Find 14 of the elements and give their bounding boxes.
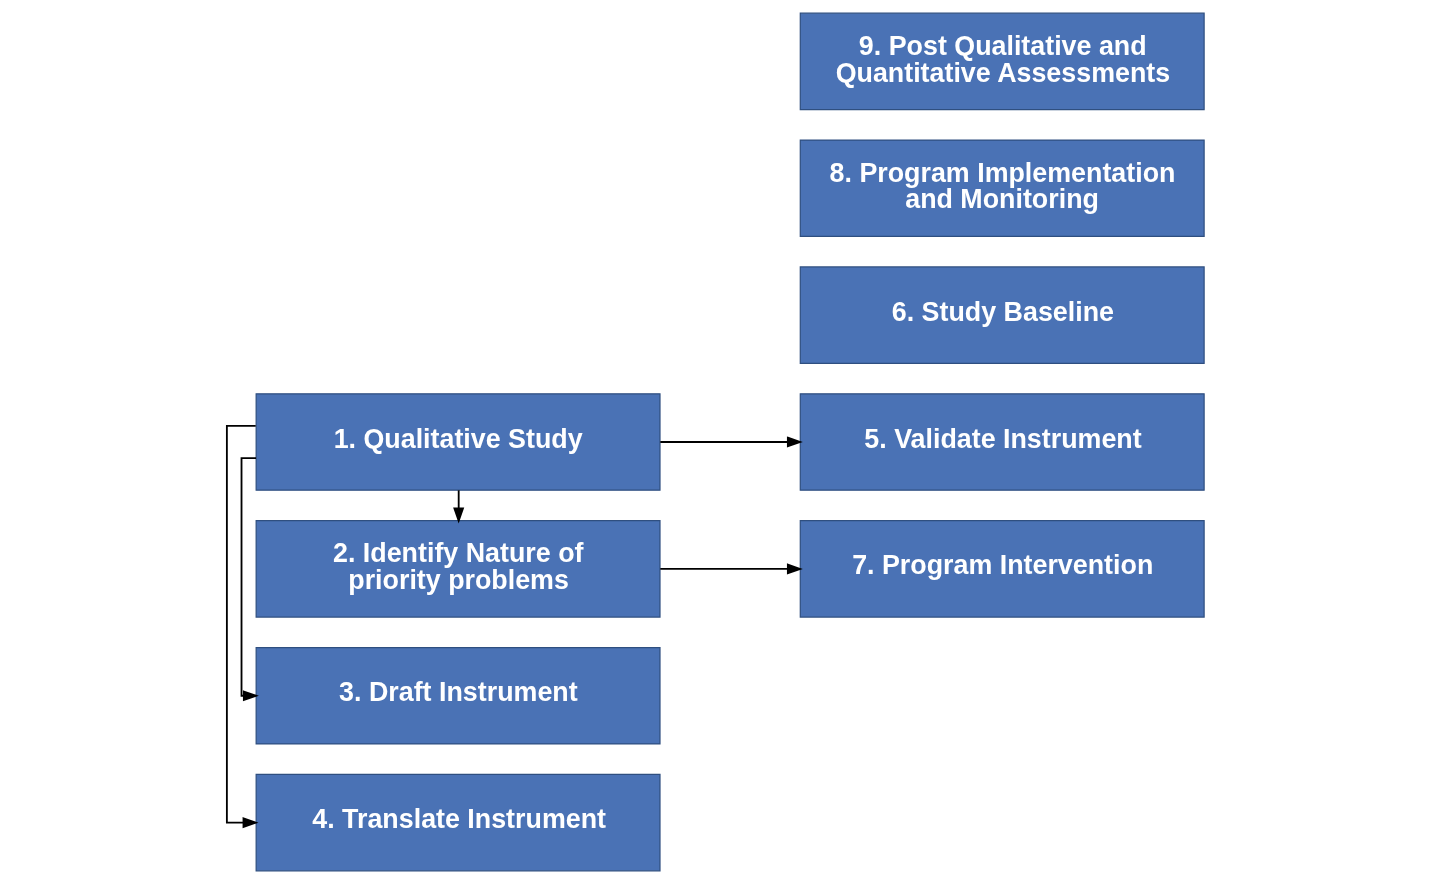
arrow [659, 563, 803, 575]
arrow [225, 425, 259, 829]
node-box: 1. Qualitative Study [255, 393, 661, 491]
node-box: 3. Draft Instrument [255, 646, 661, 745]
node-box: 4. Translate Instrument [255, 773, 661, 872]
arrow [453, 489, 465, 524]
arrow [240, 457, 259, 702]
node-box: 6. Study Baseline [799, 266, 1205, 364]
arrow [659, 436, 803, 448]
node-box: 9. Post Qualitative and Quantitative Assessments [799, 12, 1205, 111]
node-box: 8. Program Implementation and Monitoring [799, 139, 1205, 238]
node-box: 7. Program Intervention [799, 520, 1205, 618]
node-box: 5. Validate Instrument [799, 393, 1205, 491]
node-box: 2. Identify Nature of priority problems [255, 520, 661, 618]
